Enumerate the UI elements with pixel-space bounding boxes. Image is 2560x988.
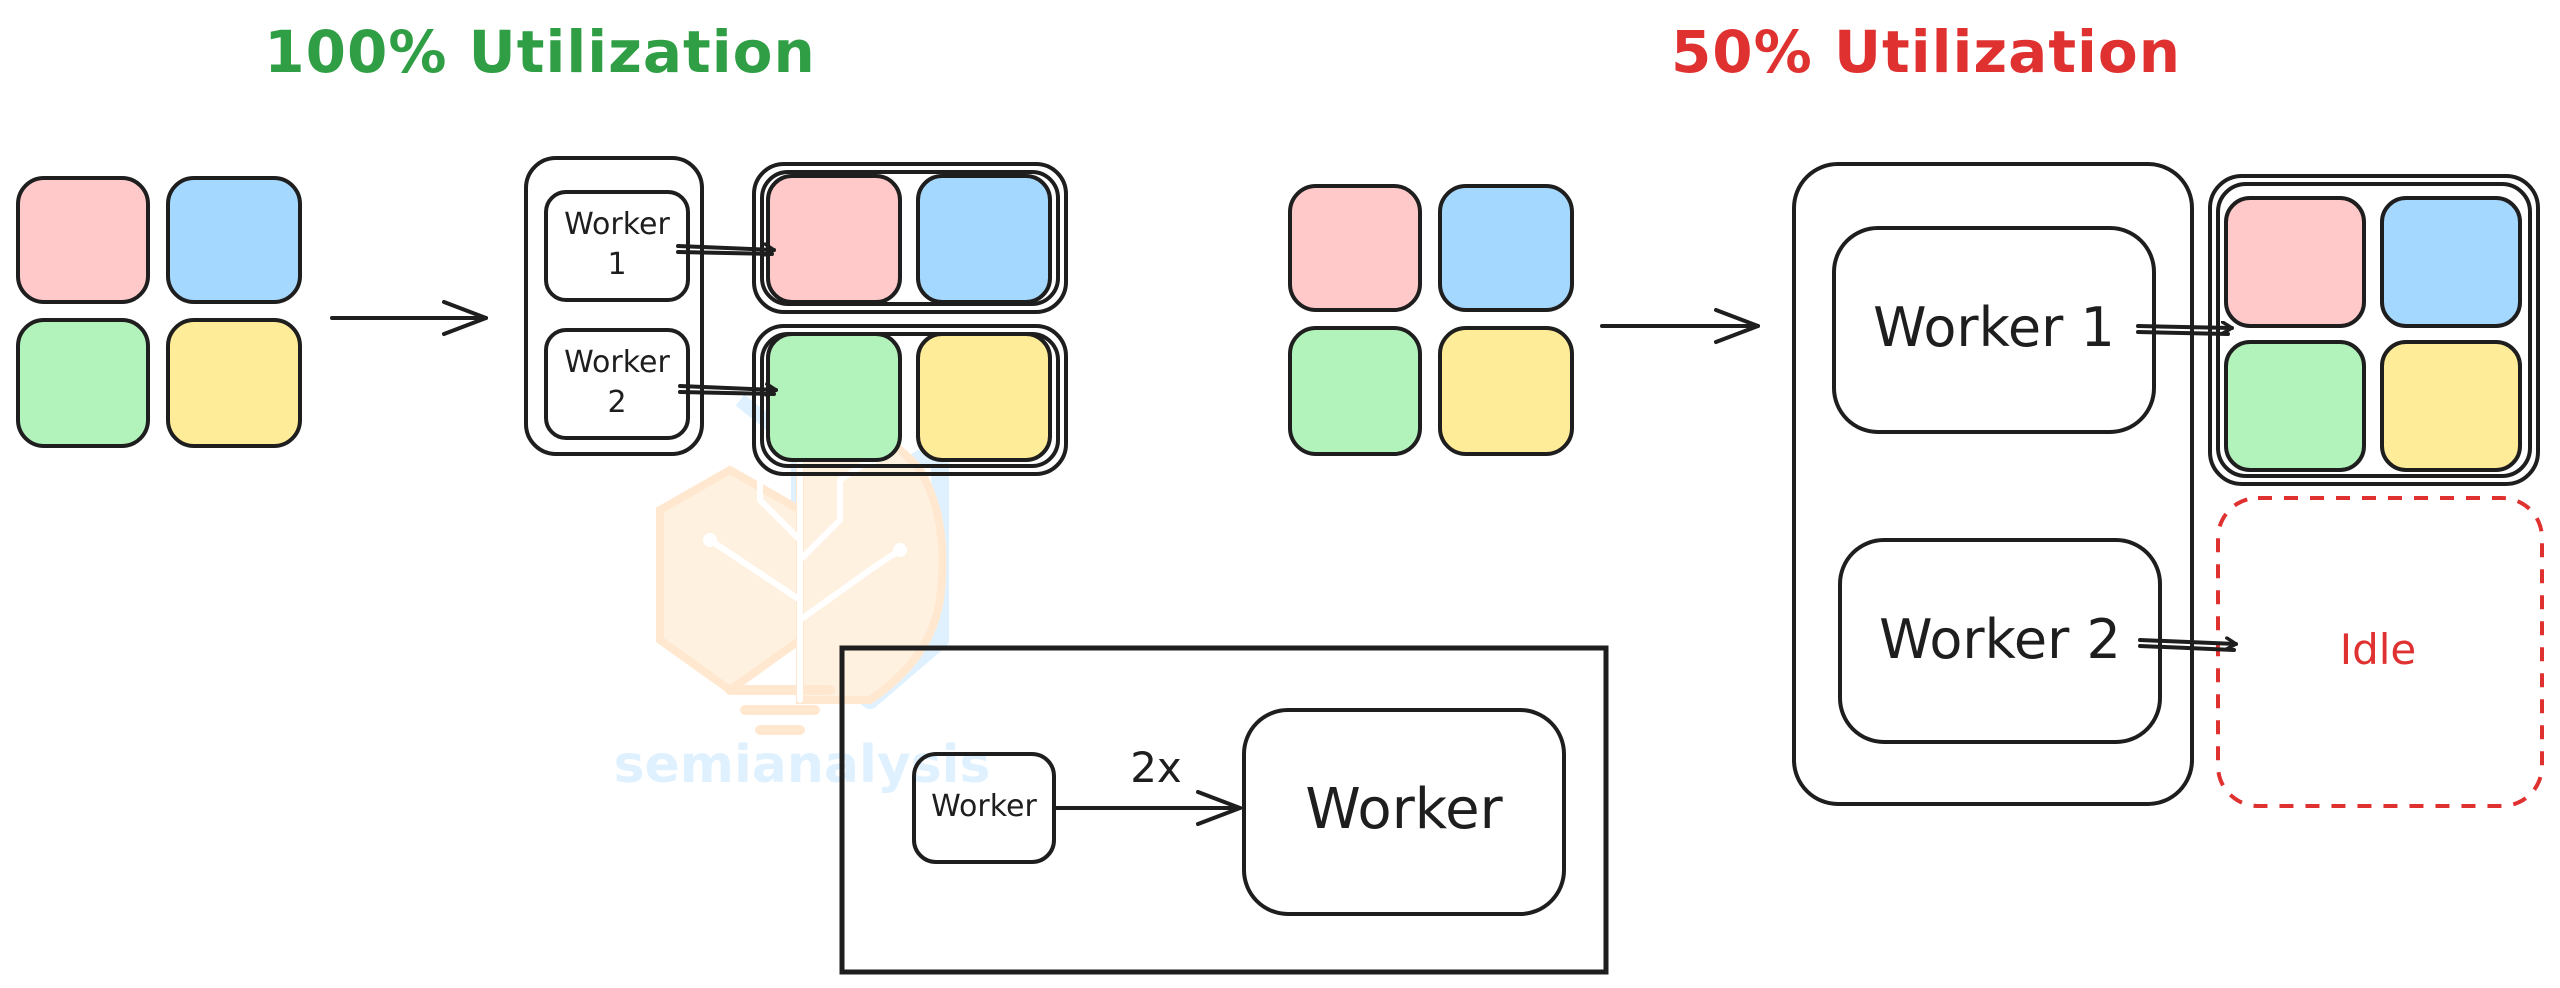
output-group-2-inner bbox=[760, 332, 1060, 468]
right-input-tile-green bbox=[1288, 326, 1422, 456]
worker-2-arrow bbox=[678, 386, 778, 390]
scale-multiplier-label: 2x bbox=[1130, 743, 1182, 792]
left-panel-title: 100% Utilization bbox=[264, 18, 815, 86]
right-worker-2-arrow bbox=[2138, 640, 2238, 644]
right-worker-2-label: Worker 2 bbox=[1879, 608, 2121, 671]
input-tile-yellow bbox=[166, 318, 302, 448]
idle-label: Idle bbox=[2340, 625, 2417, 674]
idle-box bbox=[2216, 496, 2544, 808]
right-worker-1-box bbox=[1832, 226, 2156, 434]
input-tile-green bbox=[16, 318, 150, 448]
right-panel: 50% Utilization Worker 1 Worker 2 Idle bbox=[1288, 18, 2544, 808]
right-worker-2-arrow-double bbox=[2138, 644, 2236, 652]
worker-1-label-line1: Worker bbox=[564, 207, 670, 242]
right-workers-container bbox=[1792, 162, 2194, 806]
right-output-tile-pink bbox=[2224, 196, 2366, 328]
input-tile-blue bbox=[166, 176, 302, 304]
right-output-tile-green bbox=[2224, 340, 2366, 472]
workers-container bbox=[524, 156, 704, 456]
bottom-frame bbox=[839, 645, 1609, 975]
right-input-tile-yellow bbox=[1438, 326, 1574, 456]
big-worker-box bbox=[1242, 708, 1566, 916]
small-worker-label: Worker bbox=[931, 789, 1037, 824]
output-group-2 bbox=[752, 324, 1068, 476]
output-tile-yellow bbox=[916, 332, 1052, 462]
right-output-group-inner bbox=[2216, 182, 2532, 478]
bottom-panel: Worker 2x Worker bbox=[839, 645, 1609, 975]
right-worker-1-arrow-double bbox=[2136, 330, 2230, 336]
watermark-text: semianalysis bbox=[614, 735, 991, 795]
output-tile-blue bbox=[916, 174, 1052, 304]
right-input-tile-pink bbox=[1288, 184, 1422, 312]
worker-1-arrow-double bbox=[676, 250, 774, 256]
semianalysis-watermark: semianalysis bbox=[614, 394, 991, 795]
worker-2-label-line1: Worker bbox=[564, 345, 670, 380]
worker-1-label-line2: 1 bbox=[607, 247, 626, 282]
circuit-tree-lightbulb-icon bbox=[656, 394, 949, 735]
left-panel: 100% Utilization Worker 1 Worker 2 bbox=[16, 18, 1068, 476]
right-output-tile-blue bbox=[2380, 196, 2522, 328]
right-panel-title: 50% Utilization bbox=[1671, 18, 2181, 86]
right-worker-1-label: Worker 1 bbox=[1873, 296, 2115, 359]
output-tile-pink bbox=[766, 174, 902, 304]
worker-2-arrow-double bbox=[678, 390, 776, 396]
right-worker-1-arrow bbox=[2136, 326, 2234, 328]
worker-2-label-line2: 2 bbox=[607, 385, 626, 420]
output-tile-green bbox=[766, 332, 902, 462]
output-group-1-inner bbox=[760, 170, 1060, 306]
input-tile-pink bbox=[16, 176, 150, 304]
right-output-tile-yellow bbox=[2380, 340, 2522, 472]
big-worker-label: Worker bbox=[1305, 777, 1503, 842]
right-output-group bbox=[2208, 174, 2540, 486]
worker-1-arrow bbox=[676, 246, 776, 250]
worker-2-box bbox=[544, 328, 690, 440]
right-input-tile-blue bbox=[1438, 184, 1574, 312]
output-group-1 bbox=[752, 162, 1068, 314]
